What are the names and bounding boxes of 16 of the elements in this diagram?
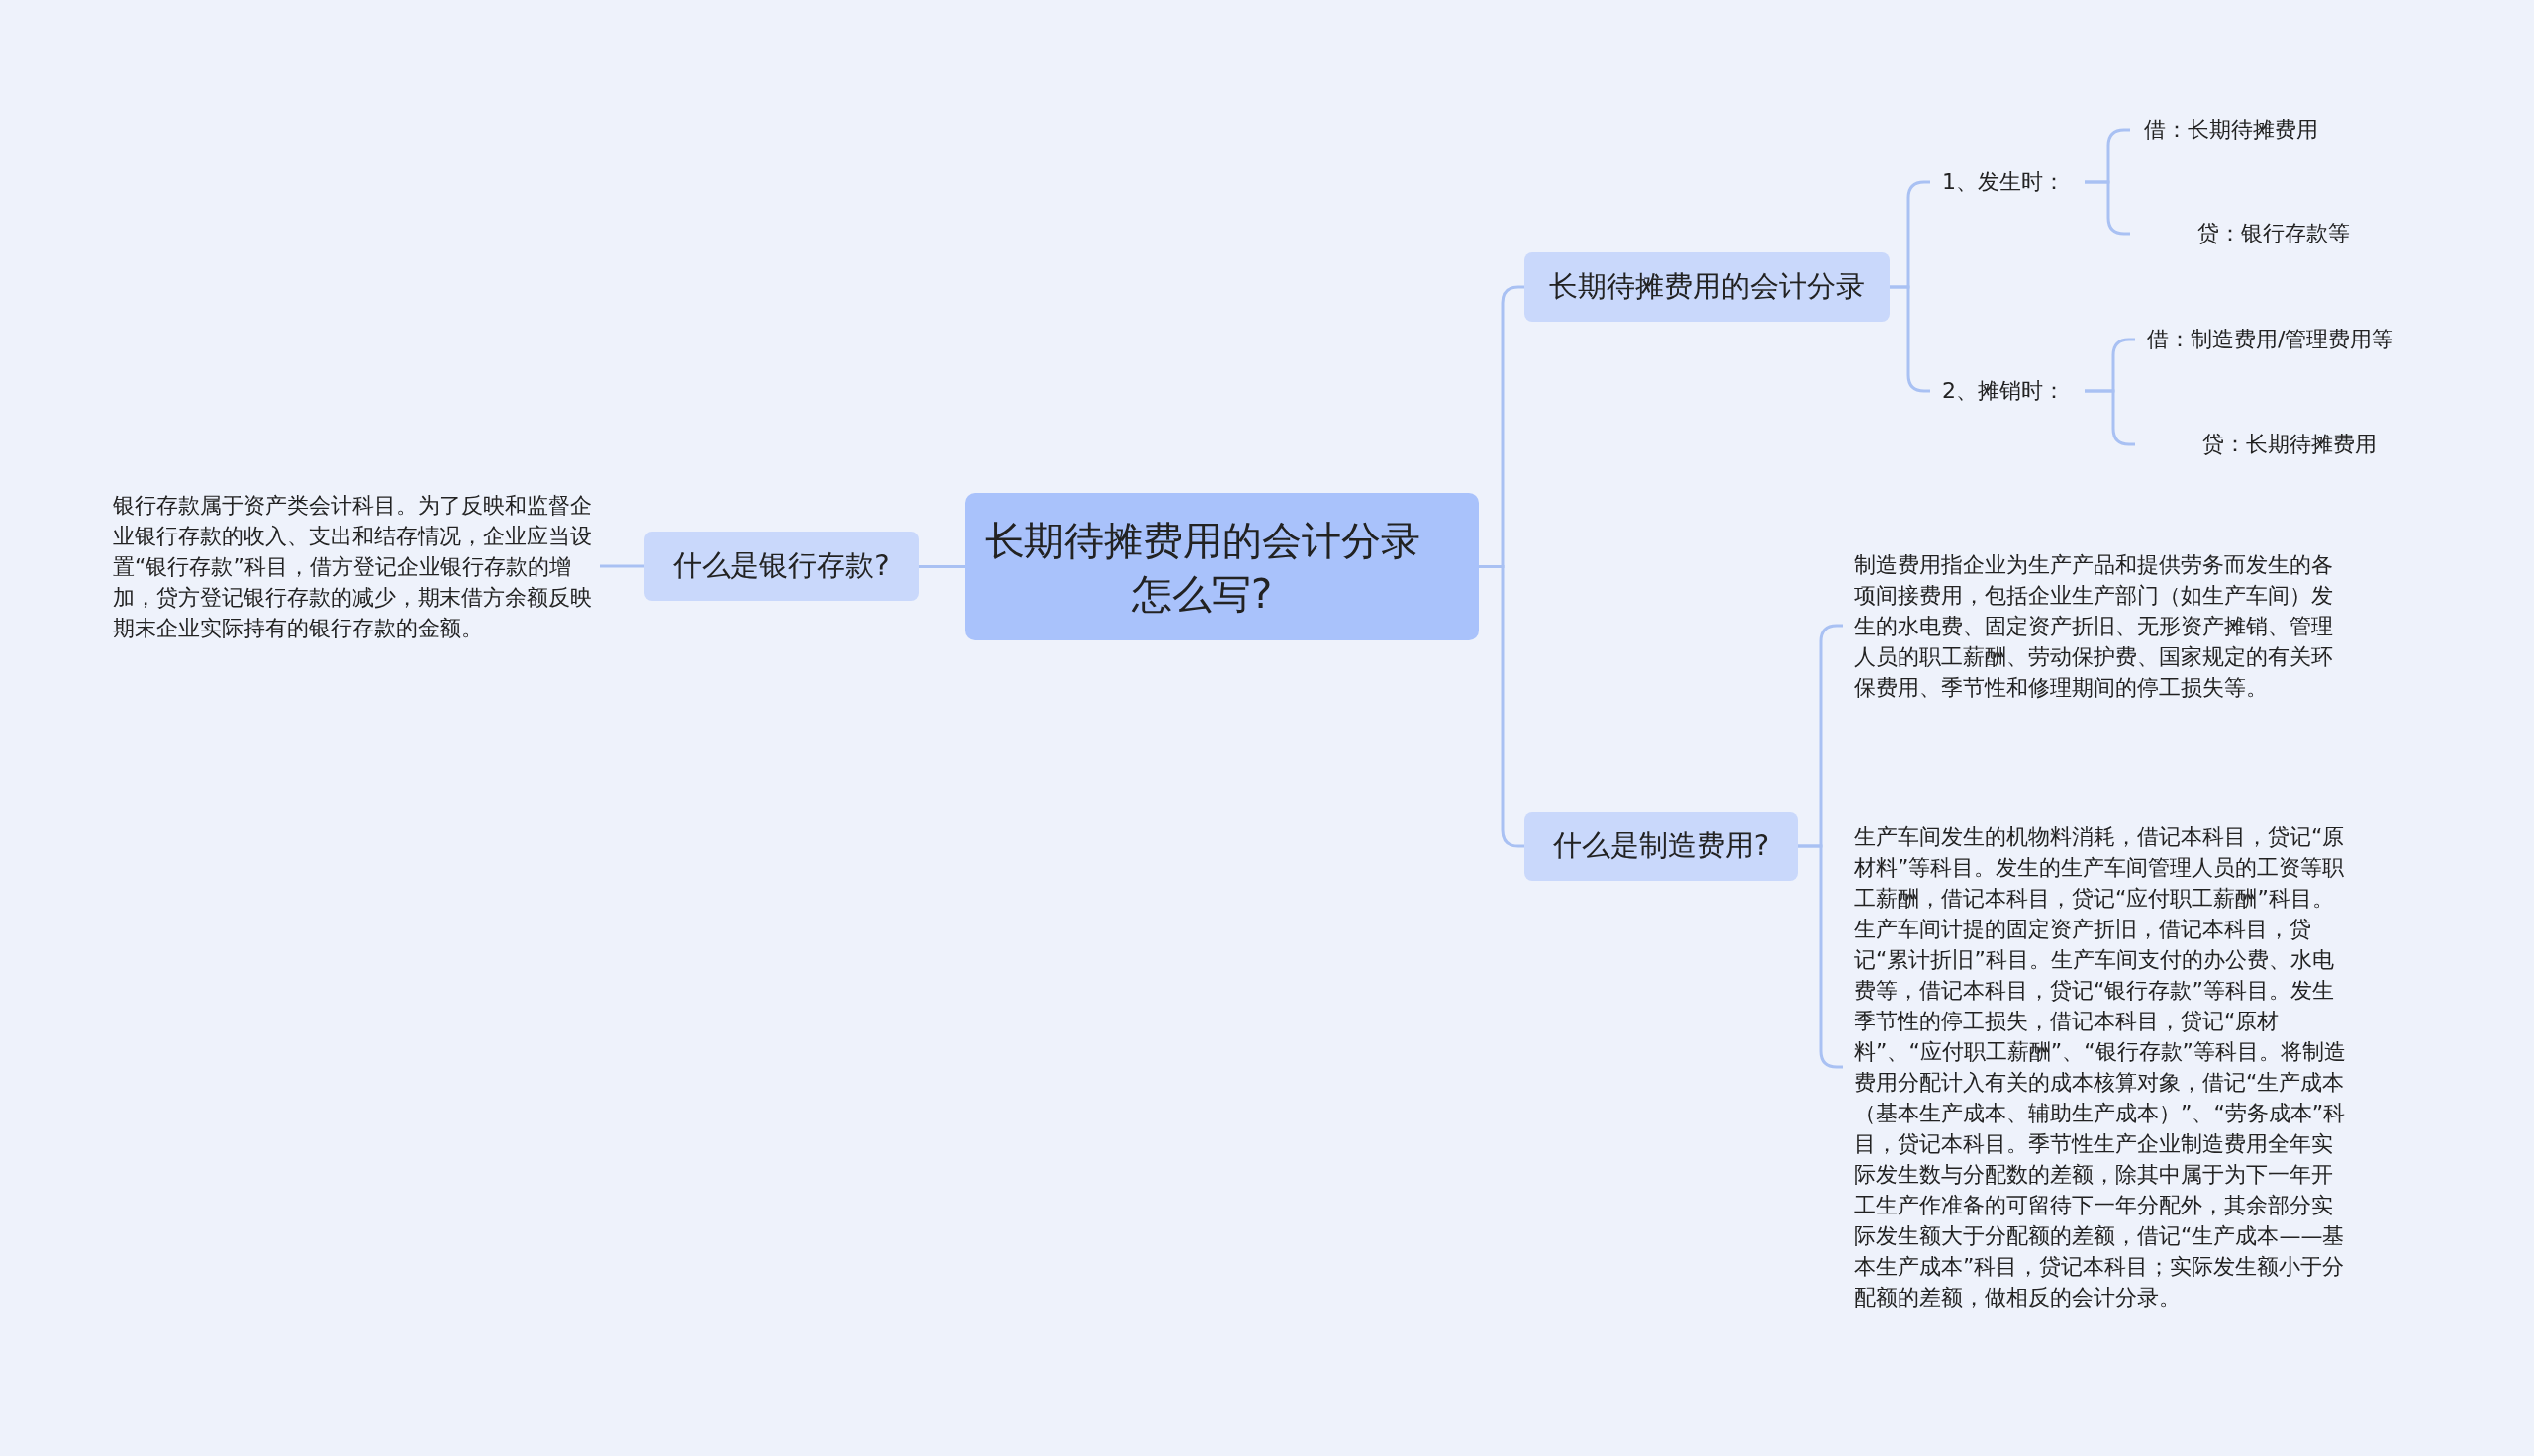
central-topic-box: 长期待摊费用的会计分录怎么写? [965, 493, 1479, 640]
branch-text: 借：长期待摊费用 [2130, 109, 2378, 150]
topic-box: 什么是制造费用? [1524, 812, 1798, 881]
branch-text: 借：制造费用/管理费用等 [2135, 319, 2452, 360]
connector-line [919, 565, 965, 568]
description-text: 银行存款属于资产类会计科目。为了反映和监督企业银行存款的收入、支出和结存情况，企业应当设置“银行存款”科目，借方登记企业银行存款的增加，贷方登记银行存款的减少，期末借方余额反映期末企业实际持有的银行存款的金额。 [105, 467, 600, 665]
topic-box: 长期待摊费用的会计分录 [1524, 252, 1890, 322]
branch-text: 1、发生时： [1930, 161, 2085, 203]
connector-line [1479, 565, 1524, 848]
connector-line [600, 564, 644, 568]
branch-text: 贷：长期待摊费用 [2135, 424, 2412, 465]
branch-text: 2、摊销时： [1930, 370, 2085, 412]
branch-text: 贷：银行存款等 [2130, 213, 2388, 254]
description-text: 生产车间发生的机物料消耗，借记本科目，贷记“原材料”等科目。发生的生产车间管理人员的工资等职工薪酬，借记本科目，贷记“应付职工薪酬”科目。生产车间计提的固定资产折旧，借记本科目，贷记“累计折旧”科目。生产车间支付的办公费、水电费等，借记本科目，贷记“银行存款”等科目。发生季节性的停工损失，借记本科目，贷记“原材料”、“应付职工薪酬”、“银行存款”等科目。将制造费用分配计入有关的成本核算对象，借记“生产成本（基本生产成本、辅助生产成本）”、“劳务成本”科目，贷记本科目。季节性生产企业制造费用全年实际发生数与分配数的差额，除其中属于为下一年开工生产作准备的可留待下一年分配外，其余部分实际发生额大于分配额的差额，借记“生产成本——基本生产成本”科目，贷记本科目；实际发生额小于分配额的差额，做相反的会计分录。 [1843, 787, 2348, 1347]
topic-box: 什么是银行存款? [644, 532, 919, 601]
description-text: 制造费用指企业为生产产品和提供劳务而发生的各项间接费用，包括企业生产部门（如生产车间）发生的水电费、固定资产折旧、无形资产摊销、管理人员的职工薪酬、劳动保护费、国家规定的有关环保费用、季节性和修理期间的停工损失等。 [1843, 529, 2348, 723]
